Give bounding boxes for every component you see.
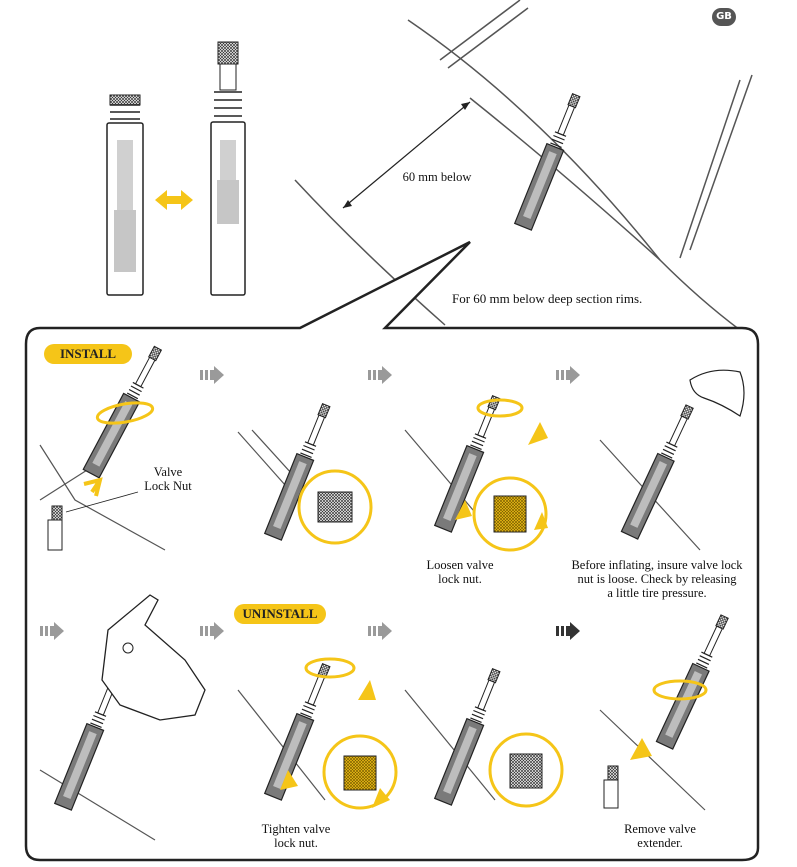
measure-label: 60 mm below bbox=[402, 170, 472, 184]
remove-line-1: Remove valve bbox=[624, 822, 696, 836]
measure-line bbox=[342, 101, 471, 209]
valve-label: Valve Lock Nut bbox=[138, 465, 198, 493]
remove-line-2: extender. bbox=[637, 836, 683, 850]
before-inflating-caption: Before inflating, insure valve lock nut … bbox=[562, 558, 752, 600]
install-step-1 bbox=[39, 343, 167, 551]
pump-head-icon bbox=[101, 594, 206, 721]
rim-caption: For 60 mm below deep section rims. bbox=[452, 291, 643, 306]
tighten-line-1: Tighten valve bbox=[261, 822, 331, 836]
before-line-1: Before inflating, insure valve lock bbox=[571, 558, 743, 572]
valve-label-line-2: Lock Nut bbox=[144, 479, 192, 493]
uninstall-step-1-tighten bbox=[237, 657, 398, 810]
valve-comparison-left bbox=[106, 94, 144, 296]
remove-caption: Remove valve extender. bbox=[610, 822, 710, 850]
loosen-caption: Loosen valve lock nut. bbox=[410, 558, 510, 586]
tighten-line-2: lock nut. bbox=[274, 836, 318, 850]
loosen-line-1: Loosen valve bbox=[426, 558, 494, 572]
before-line-3: a little tire pressure. bbox=[607, 586, 707, 600]
hand-icon bbox=[689, 369, 745, 417]
valve-label-line-1: Valve bbox=[153, 465, 183, 479]
uninstall-step-2 bbox=[404, 666, 564, 808]
install-step-4-inflate bbox=[599, 369, 745, 551]
pump-step bbox=[39, 594, 206, 841]
before-line-2: nut is loose. Check by releasing bbox=[577, 572, 737, 586]
valve-comparison-right bbox=[210, 41, 246, 296]
install-step-2 bbox=[237, 401, 373, 545]
deep-rim-drawing bbox=[294, 0, 753, 331]
uninstall-badge: UNINSTALL bbox=[234, 604, 326, 624]
uninstall-step-3-remove bbox=[599, 612, 734, 811]
region-badge: GB bbox=[712, 8, 736, 26]
loosen-line-2: lock nut. bbox=[438, 572, 482, 586]
install-step-3-loosen bbox=[404, 393, 548, 552]
double-arrow-icon bbox=[155, 190, 193, 210]
instruction-panel-frame bbox=[24, 240, 760, 862]
install-badge: INSTALL bbox=[44, 344, 132, 364]
tighten-caption: Tighten valve lock nut. bbox=[246, 822, 346, 850]
